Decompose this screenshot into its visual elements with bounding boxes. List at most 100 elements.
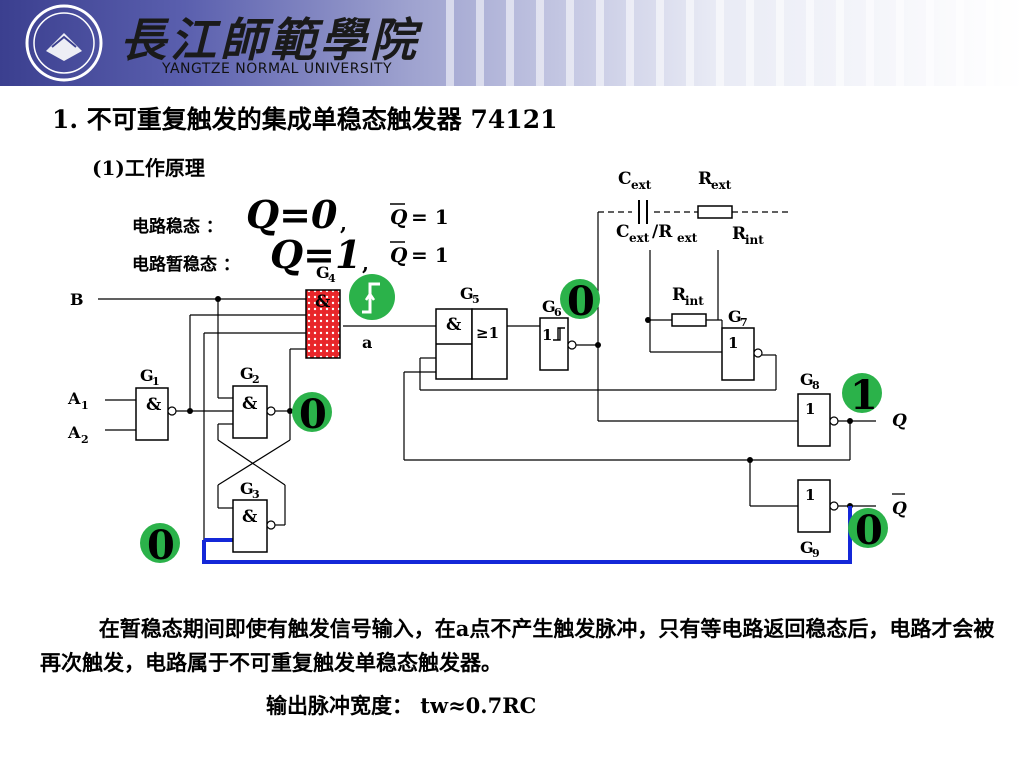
comma-1: , <box>340 211 347 235</box>
g5-symbol-or: ≥1 <box>476 324 499 342</box>
g3-label-sub: 3 <box>252 488 260 501</box>
gate-g5: & ≥1 G 5 <box>435 284 508 380</box>
g7-symbol: 1 <box>728 334 738 352</box>
svg-text:ext: ext <box>629 231 650 245</box>
g7-label: G <box>728 307 742 326</box>
gate-g7: 1 G 7 <box>721 307 763 381</box>
q-stable-value: Q=0 <box>246 192 338 237</box>
qbar-eq-1: = 1 <box>411 205 449 229</box>
g4-symbol: & <box>315 292 331 312</box>
svg-text:int: int <box>685 294 704 308</box>
g8-symbol: 1 <box>805 400 815 418</box>
qbar-expr-2: Q = 1 <box>390 241 449 267</box>
svg-text:C: C <box>618 169 632 189</box>
g1-symbol: & <box>146 395 162 415</box>
logic-value-g2: 0 <box>292 391 332 438</box>
circuit-diagram: 电路稳态 ： 电路暂稳态 ： Q=0 Q=1 , , Q = 1 Q = 1 <box>67 169 907 569</box>
university-logo-en: YANGTZE NORMAL UNIVERSITY <box>162 61 393 77</box>
g9-label: G <box>800 538 814 557</box>
svg-text:1: 1 <box>81 399 89 412</box>
logic-value-g6: 0 <box>560 278 600 325</box>
stable-state-label: 电路稳态 ： <box>132 216 223 237</box>
explanation-paragraph: 在暂稳态期间即使有触发信号输入，在a点不产生触发脉冲，只有等电路返回稳态后，电路… <box>40 616 995 675</box>
gate-g8: 1 G 8 <box>797 370 839 447</box>
q-temp-value: Q=1 <box>270 232 361 277</box>
svg-text:0: 0 <box>299 391 327 438</box>
g4-label-sub: 4 <box>328 272 336 285</box>
svg-text:Q: Q <box>892 499 907 519</box>
label-b: B <box>70 290 84 309</box>
svg-text:0: 0 <box>147 522 175 569</box>
pulse-width-formula: 输出脉冲宽度： tw≈0.7RC <box>266 693 537 718</box>
comma-2: , <box>362 251 369 275</box>
svg-text:1: 1 <box>850 372 878 419</box>
logic-value-g9: 0 <box>848 507 888 554</box>
g7-label-sub: 7 <box>740 316 748 329</box>
label-cext: C ext <box>618 169 652 192</box>
svg-text:ext: ext <box>677 231 698 245</box>
gate-g6: 1 G 6 <box>539 297 577 371</box>
qbar-eq-2: = 1 <box>411 243 449 267</box>
label-cext-rext: C ext /R ext <box>616 222 698 245</box>
page-title: 1. 不可重复触发的集成单稳态触发器 74121 <box>52 105 558 134</box>
label-point-a: a <box>362 333 372 352</box>
svg-text:/R: /R <box>652 222 673 242</box>
logic-value-g3-input: 0 <box>140 522 180 569</box>
gate-g9: 1 G 9 <box>797 479 839 560</box>
svg-text:2: 2 <box>81 433 89 446</box>
svg-text:R: R <box>698 169 713 189</box>
label-rext: R ext <box>698 169 732 192</box>
university-logo-cn: 長江師範學院 <box>120 13 420 67</box>
g5-label-sub: 5 <box>472 293 480 306</box>
g6-label-sub: 6 <box>554 306 562 319</box>
section-subtitle: (1)工作原理 <box>92 156 205 180</box>
trigger-edge-badge <box>349 274 395 320</box>
svg-text:Q: Q <box>390 205 408 229</box>
svg-text:int: int <box>745 233 764 247</box>
g9-symbol: 1 <box>805 486 815 504</box>
svg-text:R: R <box>732 224 747 244</box>
qbar-expr-1: Q = 1 <box>390 203 449 229</box>
header-banner: 長江師範學院 YANGTZE NORMAL UNIVERSITY <box>0 0 1024 86</box>
svg-text:ext: ext <box>711 178 732 192</box>
svg-text:0: 0 <box>855 507 883 554</box>
gate-g2: & G 2 <box>232 364 276 439</box>
g3-label: G <box>240 479 254 498</box>
label-rint-g7: R int <box>672 285 704 308</box>
label-a1: A 1 <box>67 389 89 412</box>
g2-label-sub: 2 <box>252 373 260 386</box>
feedback-wire <box>202 506 852 564</box>
label-q: Q <box>892 411 907 431</box>
g2-label: G <box>240 364 254 383</box>
g8-label-sub: 8 <box>812 379 820 392</box>
g1-label: G <box>140 366 154 385</box>
svg-text:Q: Q <box>390 243 408 267</box>
svg-text:A: A <box>67 423 81 442</box>
g3-symbol: & <box>242 507 258 527</box>
svg-text:R: R <box>672 285 687 305</box>
g1-label-sub: 1 <box>152 375 160 388</box>
capacitor-cext <box>638 200 648 224</box>
g6-label: G <box>542 297 556 316</box>
temp-state-label: 电路暂稳态 ： <box>132 254 240 275</box>
gate-g4: & G 4 <box>305 263 341 359</box>
g9-label-sub: 9 <box>812 547 820 560</box>
label-rint-top: R int <box>732 224 764 247</box>
label-qbar: Q <box>892 493 907 519</box>
svg-text:C: C <box>616 222 630 242</box>
g5-symbol-and: & <box>446 315 462 335</box>
gate-g3: & G 3 <box>232 479 276 553</box>
svg-text:0: 0 <box>567 278 595 325</box>
svg-text:A: A <box>67 389 81 408</box>
logic-value-g8: 1 <box>842 372 882 419</box>
banner-stripes <box>424 0 1024 86</box>
g5-label: G <box>460 284 474 303</box>
resistor-rext <box>697 205 733 219</box>
g8-label: G <box>800 370 814 389</box>
gate-g1: & G 1 <box>135 366 177 441</box>
svg-text:ext: ext <box>631 178 652 192</box>
resistor-rint <box>671 313 707 327</box>
g4-label: G <box>316 263 330 282</box>
schmitt-icon <box>553 327 565 341</box>
label-a2: A 2 <box>67 423 89 446</box>
